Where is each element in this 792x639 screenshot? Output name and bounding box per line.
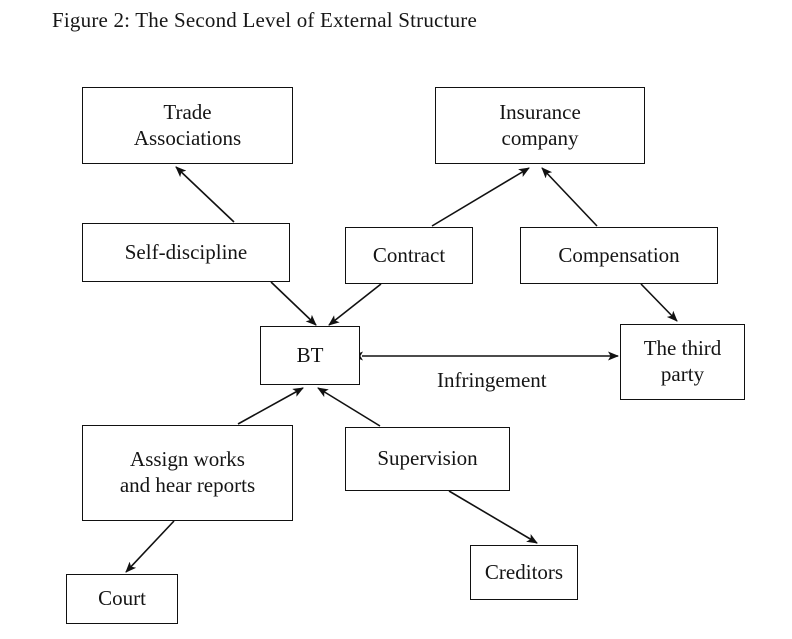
node-creditors-label: Creditors [484,559,564,584]
node-court[interactable]: Court [66,574,178,624]
edge-supervision-to-bt [317,387,381,427]
node-self-discipline-label: Self-discipline [124,239,248,264]
node-third-party-line1: The third [643,336,722,361]
edge-contract-to-bt [328,283,382,326]
node-supervision[interactable]: Supervision [345,427,510,491]
node-assign-works-line1: Assign works [130,447,245,472]
node-compensation-label: Compensation [558,242,680,267]
node-insurance-company[interactable]: Insurance company [435,87,645,164]
edge-compensation-to-insurance-company [541,167,598,227]
node-compensation[interactable]: Compensation [520,227,718,284]
figure-title: Figure 2: The Second Level of External S… [52,8,478,32]
node-trade-associations[interactable]: Trade Associations [82,87,293,164]
node-third-party[interactable]: The third party [620,324,745,400]
node-contract-label: Contract [372,242,446,267]
node-court-label: Court [98,586,146,611]
edge-contract-to-insurance-company [431,167,530,227]
edge-supervision-to-creditors [448,490,538,544]
node-assign-works-line2: and hear reports [119,473,256,497]
node-assign-works[interactable]: Assign works and hear reports [82,425,293,521]
edge-label-infringement: Infringement [437,368,547,392]
edge-compensation-to-third-party [640,283,678,322]
node-third-party-line2: party [660,362,705,386]
node-bt[interactable]: BT [260,326,360,385]
node-self-discipline[interactable]: Self-discipline [82,223,290,282]
node-creditors[interactable]: Creditors [470,545,578,600]
edge-self-discipline-to-bt [270,281,317,326]
node-supervision-label: Supervision [377,446,478,471]
node-insurance-company-line2: company [501,125,579,150]
edge-assign-works-to-bt [237,387,304,425]
node-trade-associations-line1: Trade [163,99,212,124]
node-trade-associations-line2: Associations [133,125,242,150]
edge-self-discipline-to-trade-associations [175,166,235,223]
node-contract[interactable]: Contract [345,227,473,284]
edge-assign-works-to-court [125,520,175,573]
node-insurance-company-line1: Insurance [499,99,581,124]
node-bt-label: BT [296,342,324,367]
